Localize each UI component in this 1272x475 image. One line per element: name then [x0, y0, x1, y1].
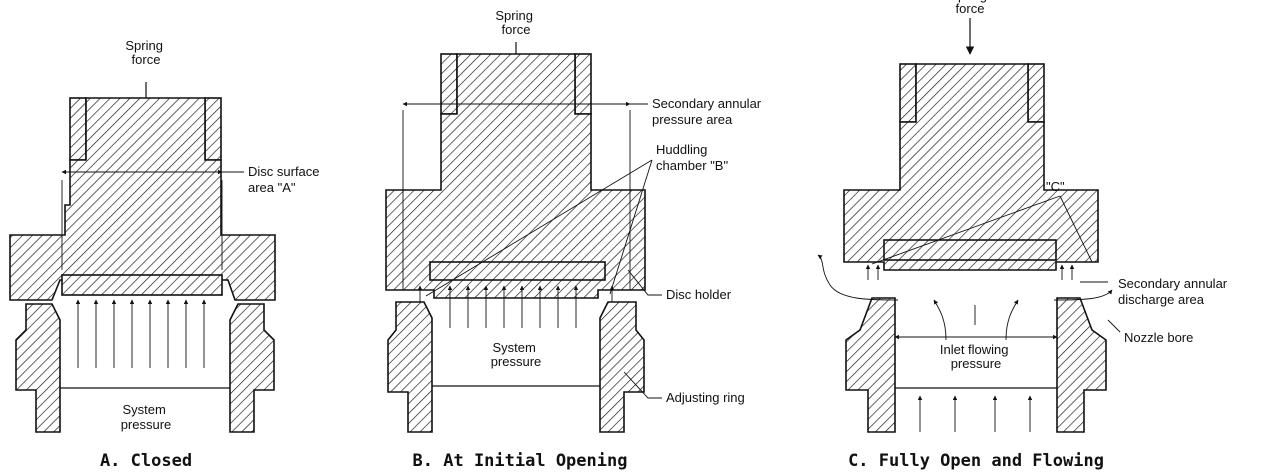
- huddling-label: Huddling chamber "B": [656, 142, 728, 173]
- stem-wall-left: [440, 53, 458, 115]
- spring-force-label: Spring force: [949, 0, 990, 16]
- c-leader-1: [871, 195, 1061, 265]
- nozzle-left: [15, 303, 61, 433]
- flow-arrow-inner-left: [933, 299, 947, 341]
- c-arrows: [865, 264, 1075, 280]
- disc-surface-label: Disc surface area "A": [248, 164, 323, 195]
- disc-holder: [843, 63, 1099, 271]
- secondary-area-label: Secondary annular pressure area: [652, 96, 765, 127]
- nozzle-left: [387, 301, 433, 433]
- nozzle-right: [1056, 297, 1107, 433]
- c-label: "C": [1046, 179, 1065, 194]
- disc-holder-leader: [627, 269, 662, 296]
- adjusting-ring-leader: [623, 371, 662, 399]
- panel-fully-open: Spring force "C" Secondary annular disch…: [817, 0, 1231, 433]
- spring-force-label: Spring force: [125, 38, 166, 67]
- caption-initial-opening: B. At Initial Opening: [413, 451, 628, 471]
- system-pressure-label: System pressure: [121, 402, 172, 432]
- huddling-leader-2: [609, 159, 653, 295]
- stem-wall-right: [204, 97, 222, 161]
- spring-force-label: Spring force: [495, 8, 536, 37]
- disc-holder: [385, 53, 646, 299]
- stem-wall-right: [574, 53, 592, 115]
- flow-arrow-right: [1053, 289, 1113, 301]
- inlet-pressure-label: Inlet flowing pressure: [940, 342, 1012, 371]
- system-pressure-label: System pressure: [491, 340, 542, 369]
- huddling-leader-1: [425, 159, 653, 297]
- secondary-discharge-label: Secondary annular discharge area: [1118, 276, 1231, 307]
- flow-arrow-inner-right: [1005, 299, 1019, 341]
- flow-arrow-left: [817, 254, 899, 301]
- disc: [429, 261, 606, 281]
- inlet-pressure-arrows: [917, 395, 1033, 432]
- stem-wall-left: [69, 97, 87, 161]
- nozzle-bore-label: Nozzle bore: [1124, 330, 1193, 345]
- stem-wall-left: [899, 63, 917, 123]
- caption-fully-open: C. Fully Open and Flowing: [848, 451, 1104, 471]
- nozzle-right: [599, 301, 645, 433]
- system-pressure-arrows: [75, 299, 207, 368]
- c-leader-2: [1059, 195, 1093, 263]
- panel-initial-opening: Spring force Secondary annular pressure …: [385, 8, 765, 433]
- panel-closed: Spring force Disc surface area "A" Syste…: [9, 38, 323, 433]
- disc-holder: [9, 97, 276, 301]
- nozzle-right: [229, 303, 275, 433]
- caption-closed: A. Closed: [100, 451, 192, 471]
- system-pressure-arrows: [447, 285, 579, 328]
- disc: [61, 274, 223, 296]
- adjusting-ring-label: Adjusting ring: [666, 390, 745, 405]
- disc: [883, 239, 1057, 261]
- nozzle-bore-leader: [1107, 319, 1121, 333]
- stem-wall-right: [1027, 63, 1045, 123]
- nozzle-left: [845, 297, 896, 433]
- disc-holder-label: Disc holder: [666, 287, 732, 302]
